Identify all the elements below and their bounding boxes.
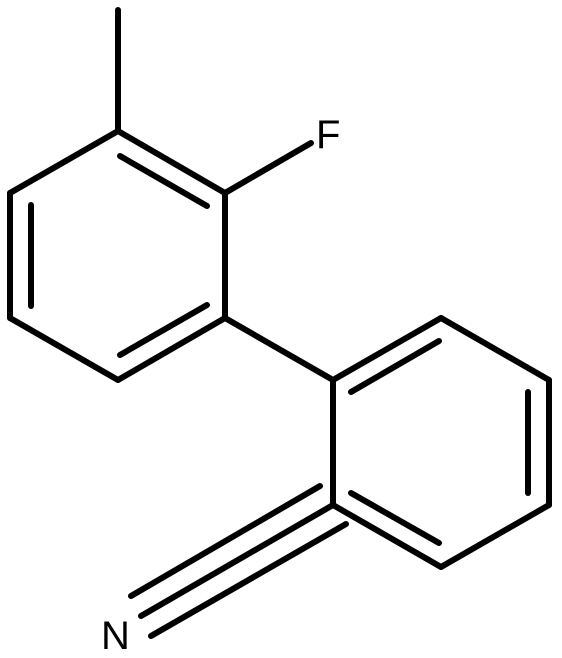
bond-c6-c1 [7,128,121,196]
bond-c-f [222,140,314,196]
atom-label-nitrogen: N [101,614,130,658]
bond-d4-d5 [438,502,552,570]
bond-c3-c4-inner [117,302,210,358]
lower-benzene-ring [330,315,552,570]
bond-d2-d3 [438,315,552,383]
bond-d1-d2 [330,315,444,383]
bond-c1-c2 [115,128,228,196]
nitrile-triple-bond [128,483,349,639]
bond-cn-3 [148,521,349,639]
bond-d5-d6 [330,502,444,570]
bond-d1-d2-inner [348,338,442,395]
bond-biaryl [222,315,336,383]
bond-cn-2 [128,483,323,599]
bond-c4-c5 [7,315,121,383]
bond-c1-c2-inner [117,153,210,209]
bond-c3-c4 [115,315,228,383]
bond-cn-1 [138,502,336,619]
upper-benzene-ring [7,7,314,383]
atom-label-fluorine: F [316,113,340,157]
bond-d5-d6-inner [348,490,442,546]
